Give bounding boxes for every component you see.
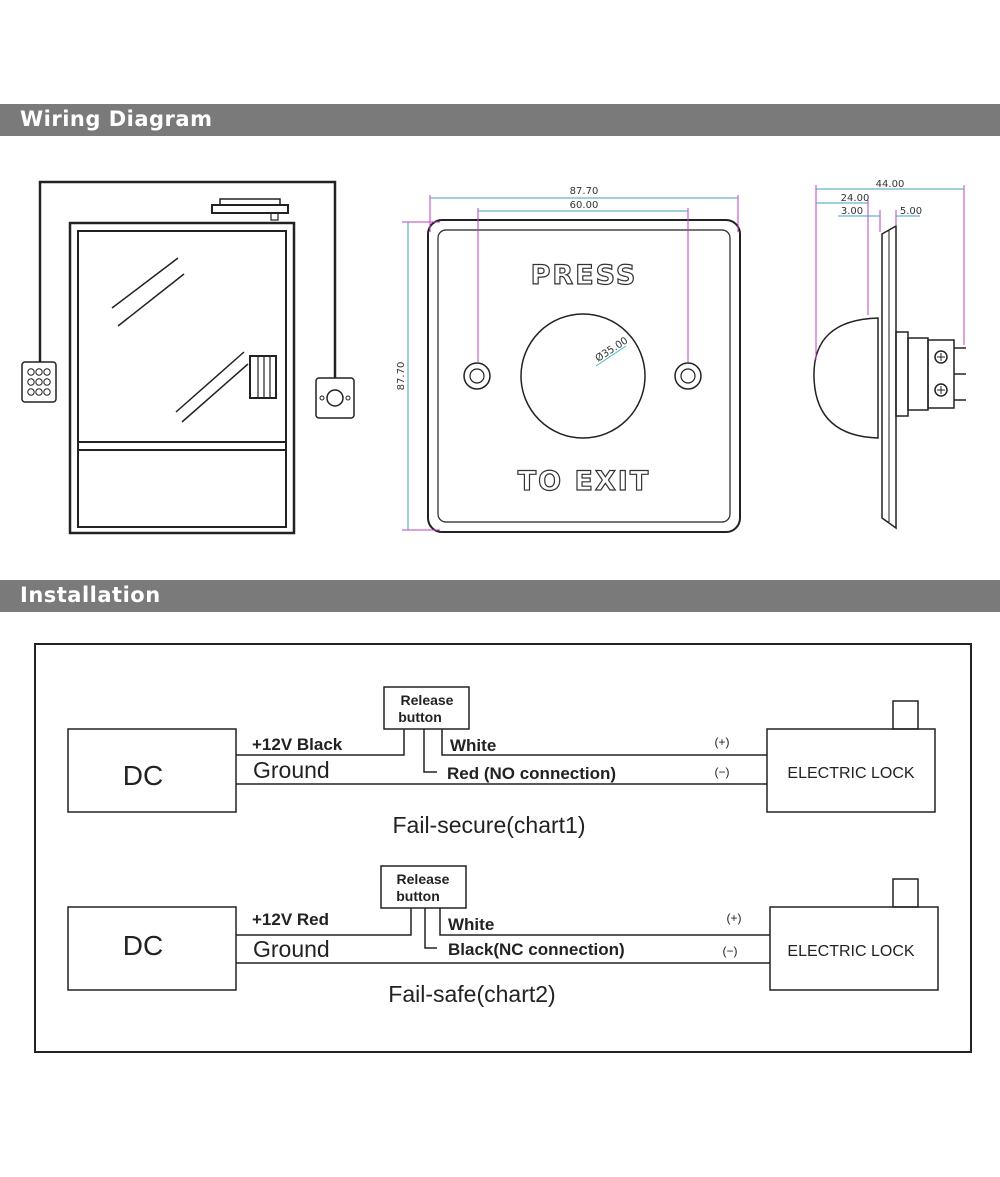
side-view-dimensions	[815, 185, 965, 360]
chart1-release-line1: Release	[401, 692, 454, 708]
chart2-dc-label: DC	[123, 930, 163, 961]
dim-diameter-label: Ø35.00	[593, 335, 630, 365]
exit-button-icon	[315, 377, 355, 419]
wiring-diagram-title: Wiring Diagram	[20, 107, 213, 131]
chart2-ground-label: Ground	[253, 936, 330, 962]
chart2-wiring	[67, 865, 939, 991]
installation-banner: Installation	[0, 580, 1000, 612]
dim-width-label: 87.70	[570, 186, 599, 197]
dim-height-label: 87.70	[396, 362, 407, 391]
chart1-wiring	[67, 686, 936, 813]
chart2-minus-sign: (−)	[723, 944, 738, 958]
dim-total-label: 44.00	[876, 179, 905, 190]
wiring-diagram-banner: Wiring Diagram	[0, 104, 1000, 136]
installation-frame	[34, 643, 972, 1053]
dim-a-label: 24.00	[841, 193, 870, 204]
chart1-white-label: White	[450, 736, 496, 755]
chart1-plus-label: +12V Black	[252, 735, 343, 754]
chart2-black-label: Black(NC connection)	[448, 940, 625, 959]
chart1-lock-label: ELECTRIC LOCK	[787, 765, 914, 782]
to-exit-text: TO EXIT	[518, 466, 651, 497]
installation-title: Installation	[20, 583, 161, 607]
chart2-caption: Fail-safe(chart2)	[388, 981, 555, 1007]
chart2-release-line2: button	[396, 888, 440, 904]
chart1-caption: Fail-secure(chart1)	[393, 812, 586, 838]
dim-hole-spacing-label: 60.00	[570, 200, 599, 211]
chart2-lock-label: ELECTRIC LOCK	[787, 943, 914, 960]
dim-c-label: 5.00	[900, 206, 922, 217]
chart2-plus-label: +12V Red	[252, 910, 329, 929]
side-view	[813, 224, 966, 530]
exit-button-face: PRESS TO EXIT	[427, 219, 741, 533]
keypad-icon	[21, 361, 57, 403]
door-illustration	[38, 180, 337, 535]
chart1-ground-label: Ground	[253, 757, 330, 783]
chart1-red-label: Red (NO connection)	[447, 764, 616, 783]
chart2-release-line1: Release	[397, 871, 450, 887]
press-text: PRESS	[531, 260, 638, 291]
chart1-plus-sign: (+)	[715, 735, 730, 749]
chart1-minus-sign: (−)	[715, 765, 730, 779]
button-face-dimensions	[402, 195, 739, 531]
chart1-dc-label: DC	[123, 760, 163, 791]
chart2-plus-sign: (+)	[727, 911, 742, 925]
chart1-release-line2: button	[398, 709, 442, 725]
dim-b-label: 3.00	[841, 206, 863, 217]
chart2-white-label: White	[448, 915, 494, 934]
